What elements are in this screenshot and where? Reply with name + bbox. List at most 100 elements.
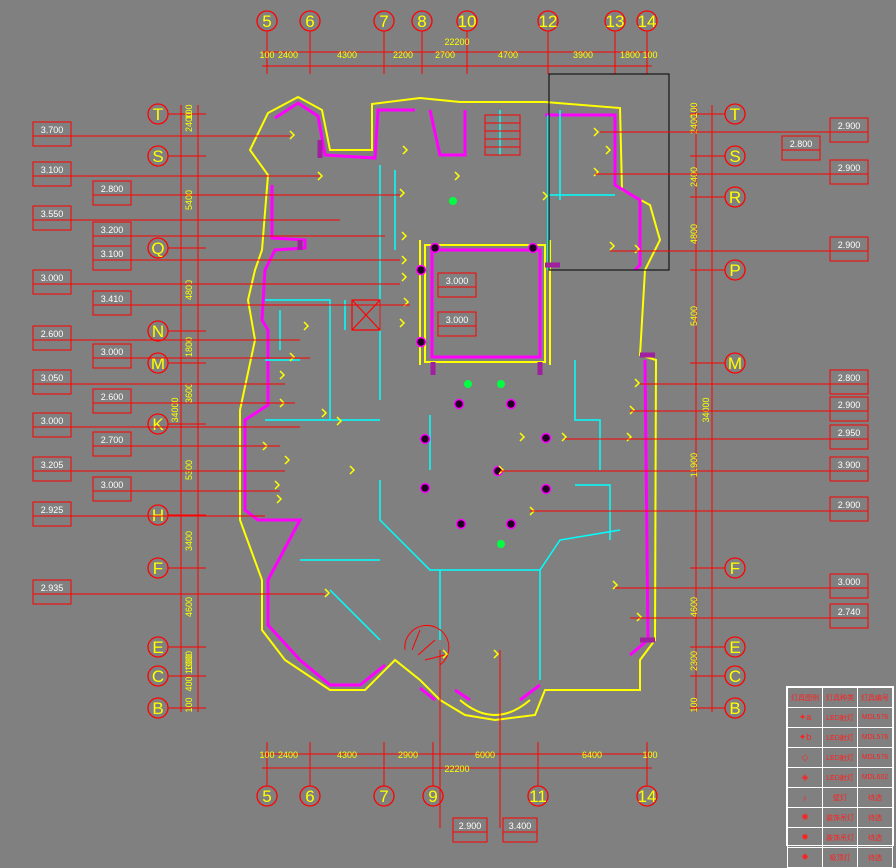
light-marker-icon [612,580,619,590]
left-segment-dim: 1300 [184,654,194,674]
downlight-icon [453,398,465,410]
light-marker-icon [284,455,291,465]
top-total-dim: 22200 [444,37,469,47]
top-segment-dim: 100 [259,50,274,60]
right-total-dim: 34000 [701,397,711,422]
legend-header: 灯具编号 [857,687,893,708]
legend-row: ✸ 吸顶灯 待选 [787,847,893,868]
legend-row: ◇ LED射灯 MDL576 [787,747,893,768]
center-height-tag: 3.000 [446,315,469,325]
top-axis-label: 8 [417,12,426,31]
bottom-axis-label: 7 [379,787,388,806]
left-height-tag: 2.800 [101,184,124,194]
bottom-axis-label: 9 [428,787,437,806]
light-marker-icon [609,241,616,251]
right-segment-dim: 11900 [689,453,699,477]
legend-type: 壁灯 [822,787,858,808]
right-segment-dim: 100 [689,697,699,712]
left-height-tag: 2.925 [41,505,64,515]
light-marker-icon [519,432,526,442]
legend-row: ♁ 壁灯 待选 [787,787,893,808]
left-axis-label-circle [147,636,169,658]
left-axis-label-circle [147,145,169,167]
left-height-tag: 3.000 [101,347,124,357]
left-height-tag: 3.205 [41,460,64,470]
green-light-icon [497,540,505,548]
light-marker-icon [317,171,324,181]
dimension-lines [168,31,725,786]
left-axis-label: T [153,105,163,124]
light-marker-icon [324,588,331,598]
left-axis-label: S [152,147,163,166]
living-room-walls-magenta [430,248,542,359]
legend-code: MDL602 [857,767,893,788]
left-height-tag: 3.100 [101,249,124,259]
left-height-tag-box [92,357,132,369]
bottom-segment-dim: 4300 [337,750,357,760]
left-axis-label-circle [147,352,169,374]
legend-code: MDL576 [857,747,893,768]
left-segment-dim: 100 [184,104,194,119]
light-marker-icon [399,188,406,198]
right-height-tag: 2.800 [790,139,813,149]
top-axis-label-circle [456,10,478,32]
legend-table: 灯具图例 灯具种类 灯具编号 ✦a LED射灯 MDL576 ✦b LED射灯 … [787,687,893,868]
ceiling-lamp-icon: ✸ [787,847,823,868]
left-height-tag: 3.000 [101,480,124,490]
led-spot-icon: ◈ [787,767,823,788]
light-marker-icon [634,378,641,388]
left-height-tag-box [32,339,72,351]
right-segment-dim: 2400 [689,167,699,187]
downlight-icon [527,242,539,254]
downlight-icon [419,433,431,445]
left-axis-label: K [152,415,164,434]
left-height-tag-box [32,426,72,438]
building-walls [239,73,670,722]
top-segment-dim: 3900 [573,50,593,60]
left-height-tag-box [32,515,72,527]
legend-code: 待选 [857,827,893,848]
legend-type: LED射灯 [822,767,858,788]
light-marker-icon [593,167,600,177]
bottom-height-tag-box [502,831,538,843]
bottom-axis-label: 5 [262,787,271,806]
left-height-tag-box [32,383,72,395]
left-height-tag-box [32,470,72,482]
left-segment-dim: 5300 [184,460,194,480]
light-marker-icon [289,130,296,140]
bottom-axis-label-circle [256,785,278,807]
left-height-tag: 3.000 [41,273,64,283]
center-height-tag: 3.000 [446,276,469,286]
top-segment-dim: 2400 [278,50,298,60]
right-axis-label-circle [724,665,746,687]
top-axis-label-circle [411,10,433,32]
right-axis-label-circle [724,557,746,579]
right-height-tag-box [829,587,869,599]
bottom-total-dim: 22200 [444,764,469,774]
living-room-walls [419,240,551,365]
top-axis-label: 5 [262,12,271,31]
top-axis-label-circle [636,10,658,32]
left-axis-label: F [153,559,163,578]
right-height-tag: 3.000 [838,577,861,587]
left-axis-label-circle [147,557,169,579]
left-height-tag: 2.935 [41,583,64,593]
spotlight-icon: ◇ [787,747,823,768]
left-segment-dim: 3400 [184,531,194,551]
right-height-tag: 2.950 [838,428,861,438]
left-segment-dim: 100 [184,697,194,712]
left-height-tag: 2.600 [101,392,124,402]
left-height-tag-box [32,175,72,187]
left-axis-label: E [152,638,163,657]
light-marker-icon [401,272,408,282]
light-marker-icon [626,432,633,442]
wall-lamp-icon: ♁ [787,787,823,808]
legend-row: ✦a LED射灯 MDL576 [787,707,893,728]
right-axis-label: B [729,699,740,718]
right-segment-dim: 2300 [689,651,699,671]
light-marker-icon [634,244,641,254]
left-segment-dim: 1800 [184,337,194,357]
right-height-tag-box [829,383,869,395]
light-marker-icon [349,465,356,475]
